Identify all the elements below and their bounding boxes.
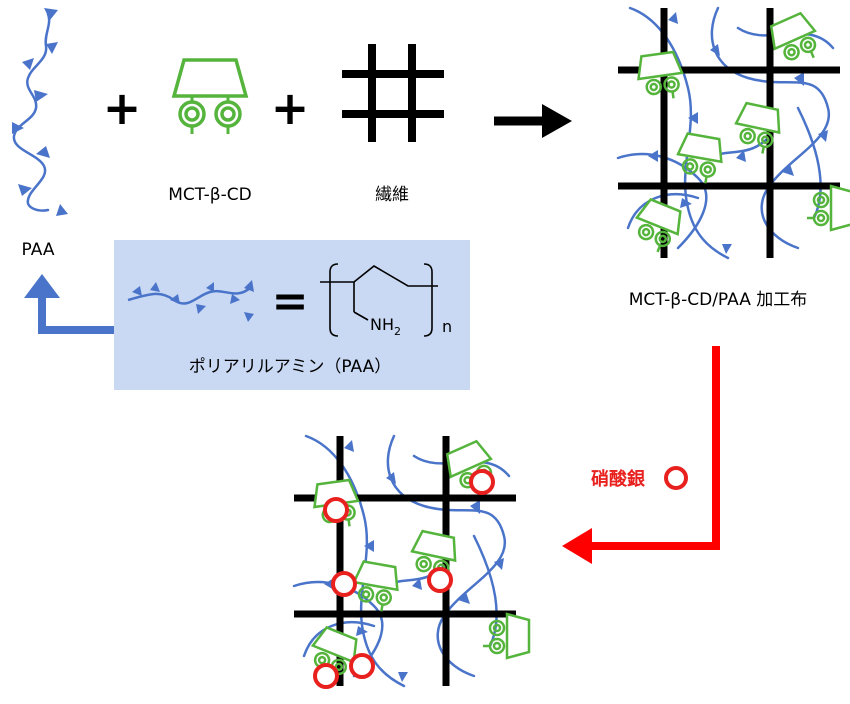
mct-cd-label: MCT-β-CD	[168, 185, 251, 205]
plus-sign-2: +	[271, 81, 310, 135]
equals-sign: =	[272, 276, 309, 327]
treated-fabric-network	[618, 8, 850, 258]
silver-particles	[313, 469, 495, 689]
plus-sign-1: +	[103, 81, 142, 135]
nh2-label: NH2	[370, 315, 401, 338]
fiber-label: 繊維	[375, 185, 409, 205]
treated-fabric-label: MCT-β-CD/PAA 加工布	[629, 290, 807, 310]
reaction-arrow-black	[494, 104, 572, 138]
silver-fabric-network	[294, 436, 529, 686]
polyallylamine-label: ポリアリルアミン（PAA）	[189, 357, 392, 377]
paa-label: PAA	[22, 240, 55, 260]
paa-chain-icon	[10, 6, 70, 218]
silver-nitrate-label: 硝酸銀	[591, 468, 645, 490]
silver-ion-icon	[664, 466, 688, 490]
polyallylamine-structure	[320, 263, 438, 337]
fiber-icon	[342, 44, 444, 142]
mct-cd-icon	[172, 58, 248, 136]
blue-bent-arrow	[24, 274, 116, 334]
paa-small-chain-icon	[127, 280, 254, 322]
paa-definition-box	[114, 240, 470, 390]
red-bent-arrow	[562, 346, 720, 564]
repeat-n-label: n	[442, 317, 452, 336]
